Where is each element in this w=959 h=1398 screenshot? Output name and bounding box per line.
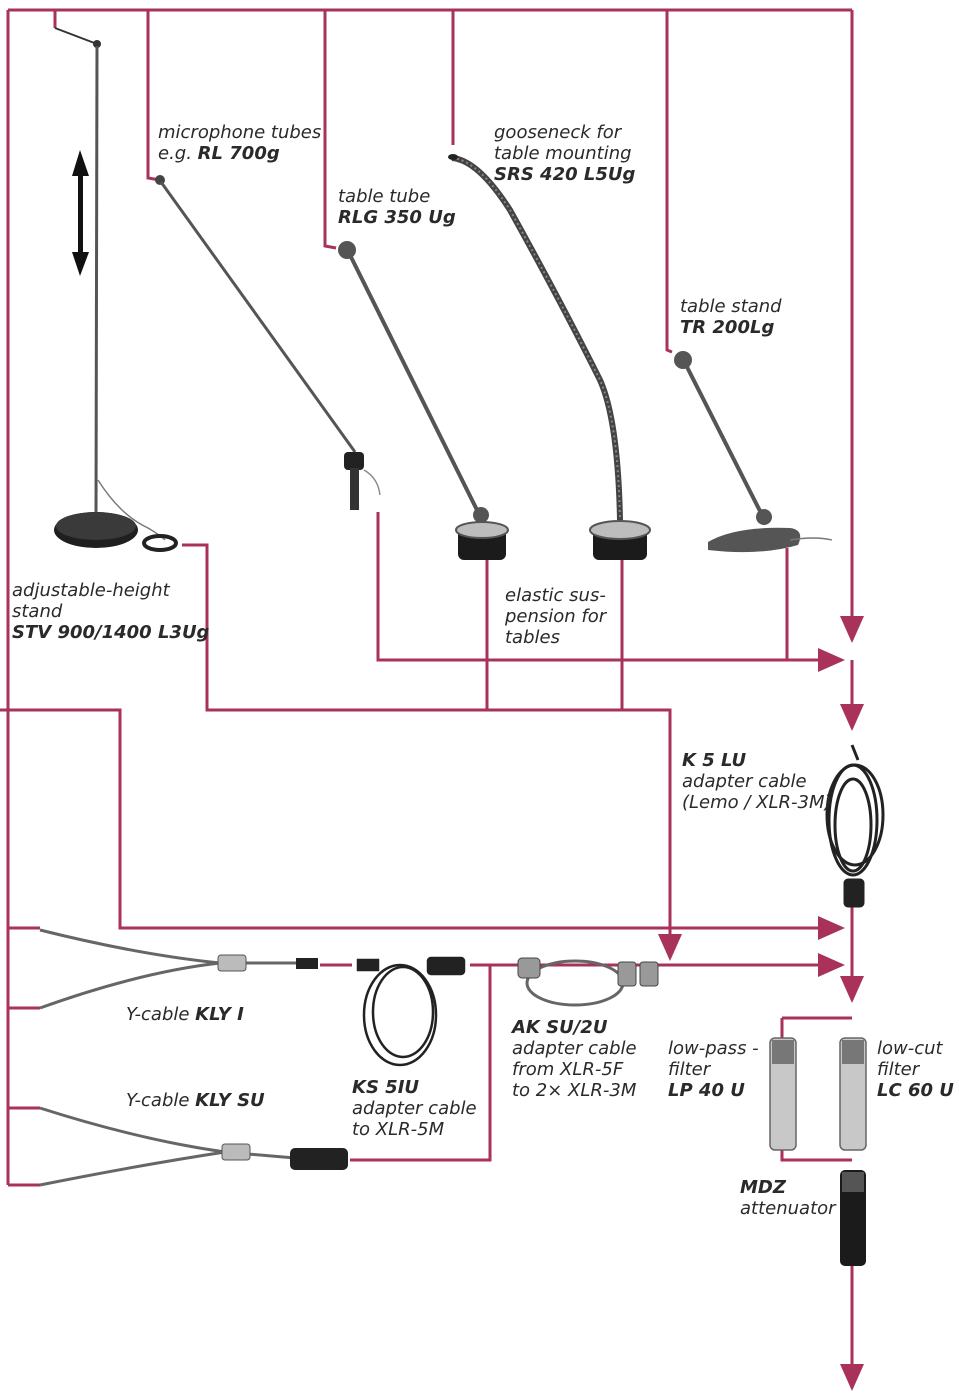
- label-aksu2u: AK SU/2U adapter cable from XLR-5F to 2×…: [512, 1017, 637, 1101]
- label-elastic-suspension: elastic sus- pension for tables: [505, 585, 607, 648]
- label-table-stand: table stand TR 200Lg: [680, 296, 782, 338]
- collector-line: [376, 512, 845, 672]
- k5lu-cable-drawing: [825, 744, 885, 908]
- left-upper-route: [0, 708, 845, 940]
- lc60u-filter-drawing: [839, 1037, 867, 1151]
- adjustable-stand-drawing: [54, 27, 178, 552]
- label-mdz: MDZ attenuator: [740, 1177, 836, 1219]
- label-table-tube: table tube RLG 350 Ug: [338, 186, 456, 228]
- drop-table-tube: [323, 10, 337, 250]
- gooseneck-drawing: [448, 154, 651, 560]
- mdz-attenuator-drawing: [840, 1170, 866, 1266]
- label-lc60u: low-cut filter LC 60 U: [877, 1038, 954, 1101]
- label-gooseneck: gooseneck for table mounting SRS 420 L5U…: [494, 122, 636, 185]
- ks5iu-cable-drawing: [356, 956, 466, 1067]
- stand-connector-line: [182, 543, 682, 961]
- aksu2u-cable-drawing: [517, 957, 659, 1007]
- label-lp40u: low-pass - filter LP 40 U: [668, 1038, 759, 1101]
- table-stand-drawing: [674, 351, 833, 553]
- mic-tube-drawing: [155, 175, 381, 510]
- klysu-return-line: [350, 965, 492, 1162]
- label-ks5iu: KS 5IU adapter cable to XLR-5M: [352, 1077, 477, 1140]
- klysu-cable-drawing: [39, 1106, 348, 1187]
- label-adjustable-stand: adjustable-height stand STV 900/1400 L3U…: [12, 580, 210, 643]
- drop-table-stand: [665, 10, 673, 354]
- height-adjust-arrow-icon: [72, 150, 89, 276]
- connection-lines: [0, 8, 864, 1391]
- table-tube-drawing: [338, 241, 509, 560]
- label-kly1: Y-cable KLY I: [126, 1004, 244, 1025]
- kly1-cable-drawing: [39, 928, 318, 1010]
- lp40u-filter-drawing: [769, 1037, 797, 1151]
- label-microphone-tubes: microphone tubes e.g. RL 700g: [158, 122, 322, 164]
- label-k5lu: K 5 LU adapter cable (Lemo / XLR-3M): [682, 750, 832, 813]
- label-klysu: Y-cable KLY SU: [126, 1090, 265, 1111]
